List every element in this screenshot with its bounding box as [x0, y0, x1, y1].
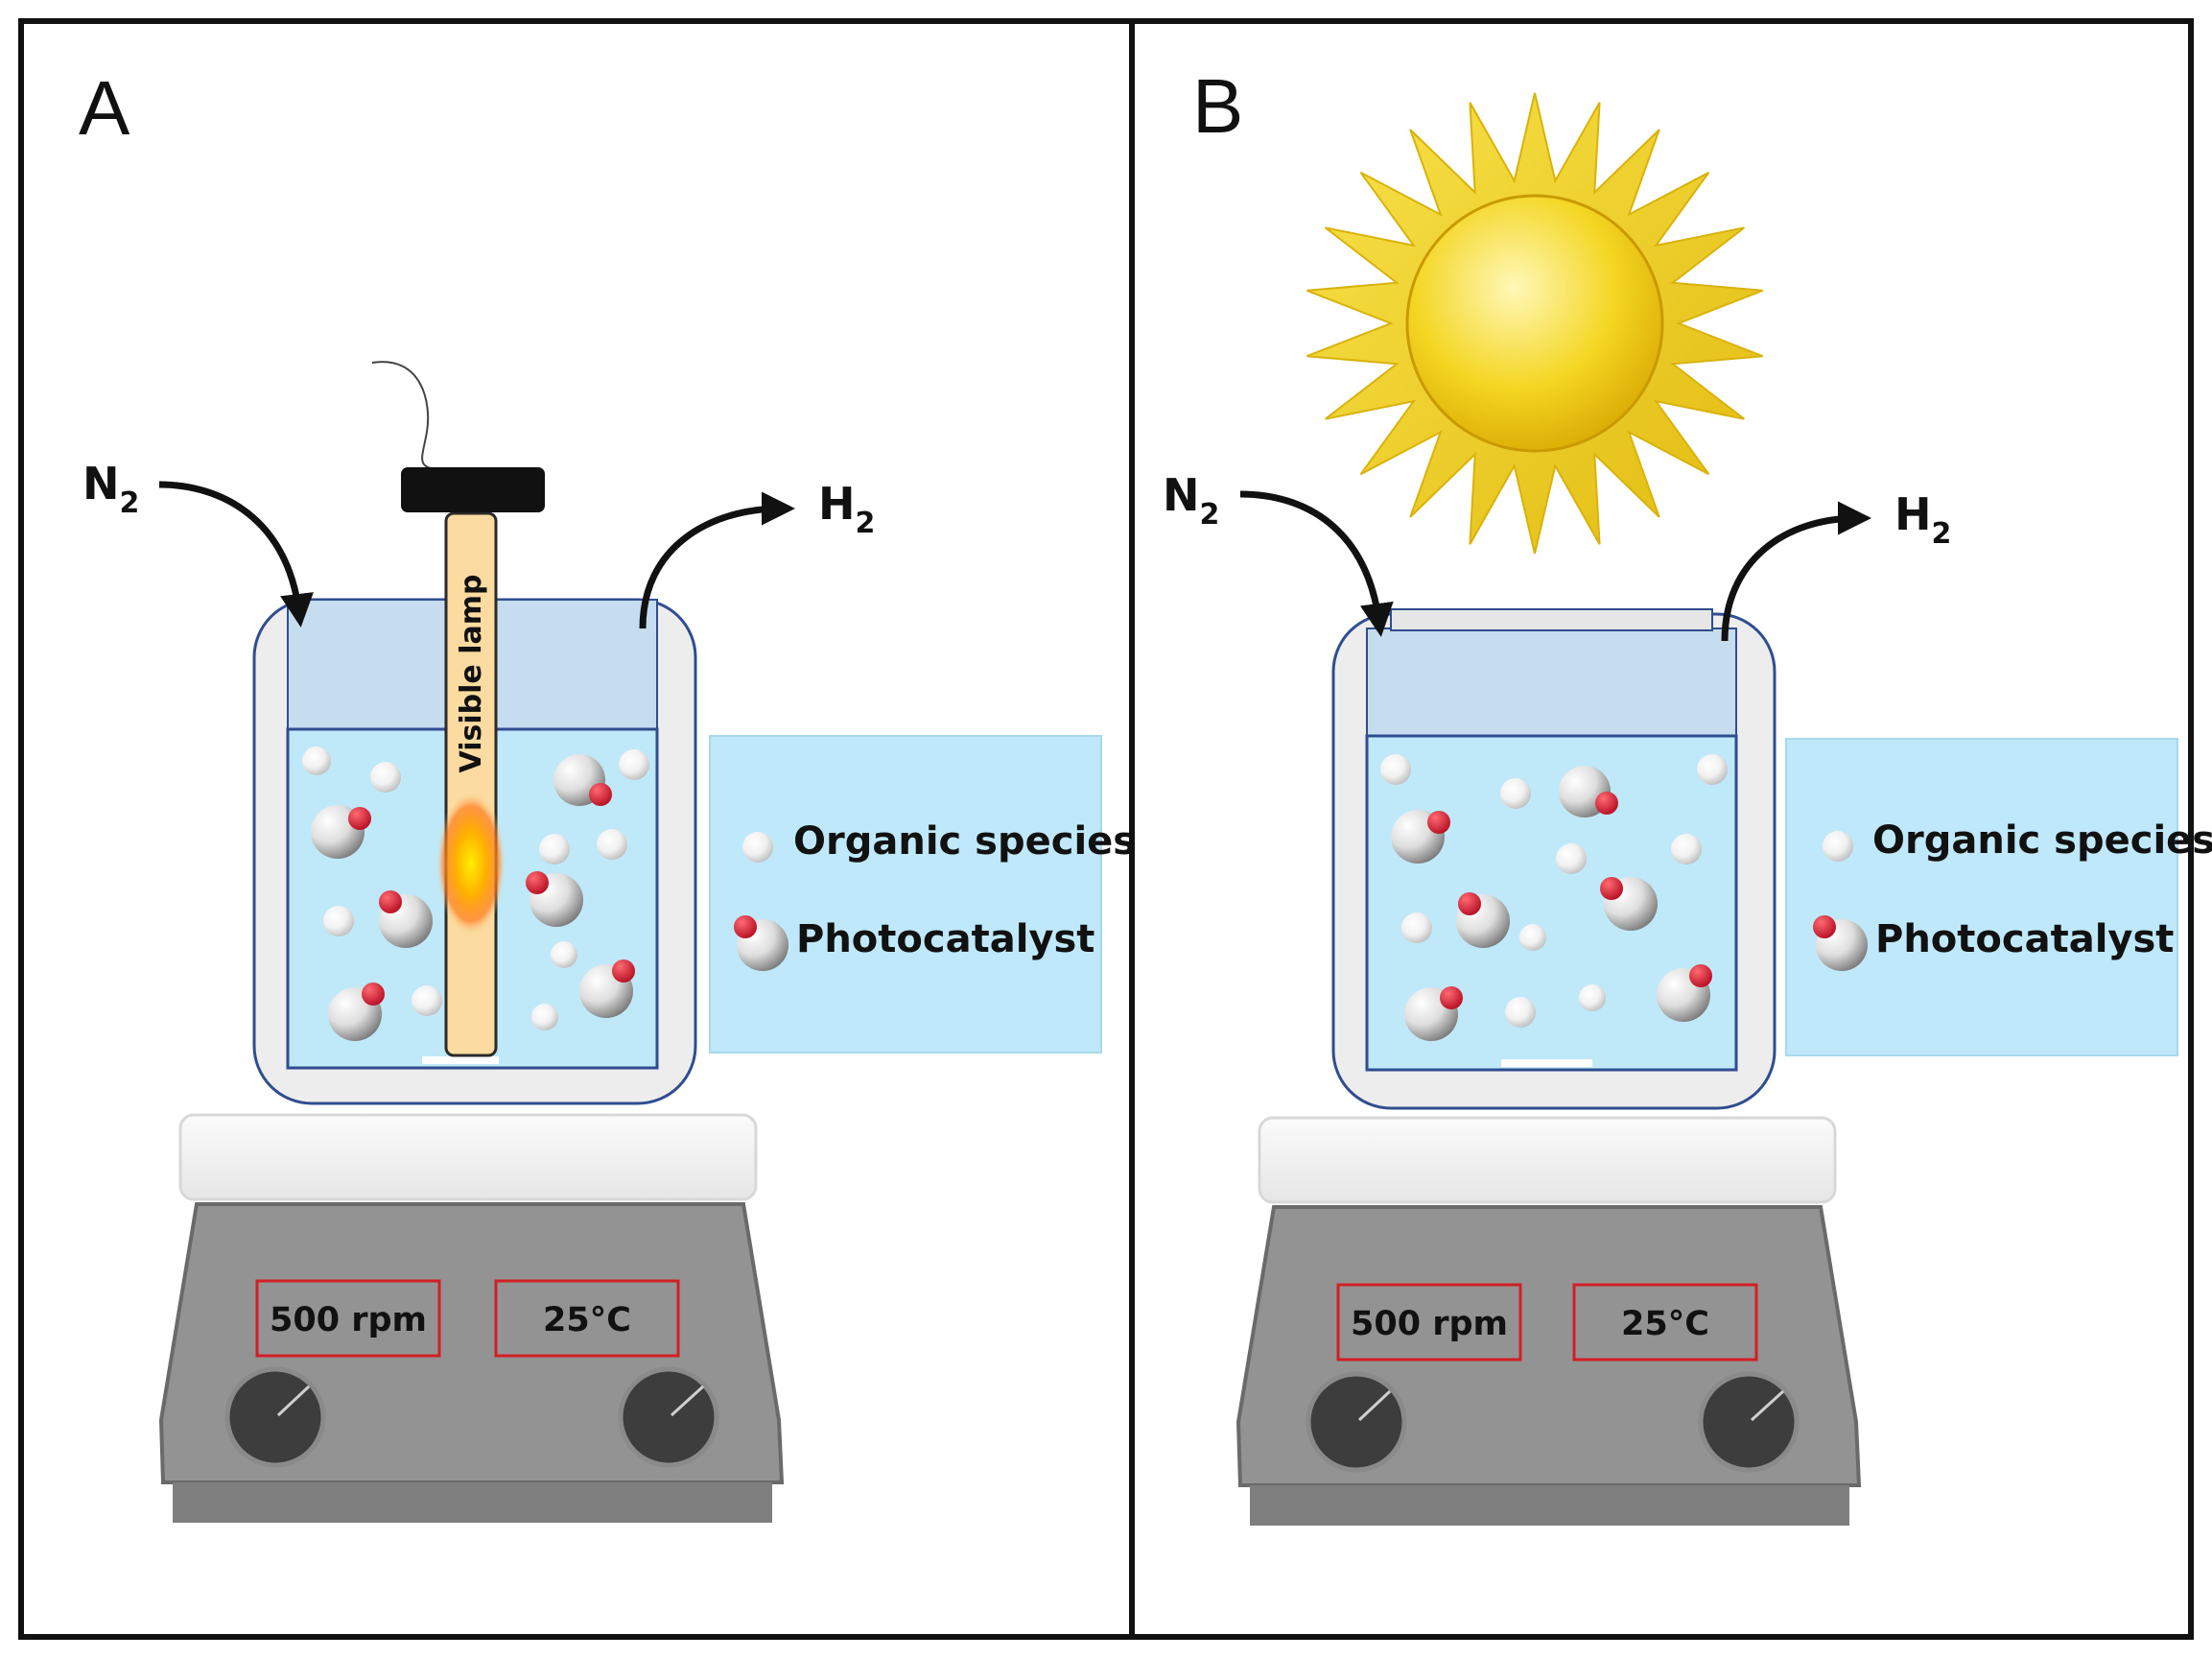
legend-photocatalyst-label-a: Photocatalyst — [796, 917, 1094, 961]
photocatalyst-particle — [579, 959, 635, 1018]
legend-organic-icon — [742, 832, 773, 863]
legend-b: Organic species Photocatalyst — [1785, 738, 2212, 1056]
temperature-readout-a: 25°C — [543, 1301, 631, 1339]
legend-a-box — [709, 735, 1102, 1054]
speed-knob-b[interactable] — [1306, 1371, 1407, 1473]
reactor-b-lid — [1390, 608, 1713, 631]
photocatalyst-particle — [1391, 810, 1450, 864]
speed-knob-a[interactable] — [224, 1366, 326, 1468]
photocatalyst-particle — [379, 890, 433, 948]
organic-species — [619, 749, 649, 780]
legend-organic-label-b: Organic species — [1872, 818, 2212, 863]
reactor-b-headspace — [1366, 628, 1737, 737]
legend-organic-label-a: Organic species — [793, 819, 1136, 864]
temperature-display-a — [494, 1279, 680, 1358]
panel-letter-a: A — [79, 65, 130, 151]
organic-species — [1697, 754, 1728, 785]
temperature-readout-b: 25°C — [1621, 1305, 1709, 1343]
reactor-b — [1331, 608, 1777, 1110]
hot-plate-a: 500 rpm 25°C — [158, 1113, 785, 1523]
photocatalyst-particle — [1600, 877, 1658, 931]
panel-b: B 500 rpm 25°C — [1163, 63, 2212, 1526]
sun-disc — [1405, 194, 1664, 453]
organic-species — [1500, 778, 1531, 809]
photocatalyst-particle — [1404, 986, 1463, 1041]
photocatalyst-particle — [526, 871, 583, 927]
organic-species — [1579, 984, 1606, 1011]
organic-species — [1671, 834, 1702, 865]
photocatalyst-particle — [1657, 964, 1712, 1022]
photocatalyst-particle — [311, 805, 371, 859]
lamp-glow — [436, 792, 506, 936]
stir-bar-a — [422, 1056, 499, 1064]
photocatalyst-particle — [1456, 892, 1510, 948]
photocatalyst-particle — [1559, 766, 1618, 817]
speed-readout-b: 500 rpm — [1351, 1305, 1508, 1343]
h2-outlet-arrow-a — [639, 491, 795, 629]
h2-label-a: H2 — [818, 478, 875, 540]
sun-icon — [1306, 92, 1763, 555]
speed-display-b — [1336, 1283, 1522, 1362]
legend-a: Organic species Photocatalyst — [709, 735, 1136, 1054]
legend-photocatalyst-label-b: Photocatalyst — [1875, 917, 2174, 961]
panel-a: A 500 rpm 25°C — [79, 65, 1136, 1523]
organic-species — [412, 985, 442, 1016]
particles-b — [1380, 754, 1728, 1041]
speed-readout-a: 500 rpm — [270, 1301, 427, 1339]
organic-species — [323, 906, 354, 936]
lamp-cap — [401, 467, 545, 512]
temperature-display-b — [1572, 1283, 1758, 1362]
temperature-knob-a[interactable] — [618, 1366, 719, 1468]
photocatalyst-particle — [328, 983, 385, 1041]
h2-label-b: H2 — [1894, 488, 1951, 551]
organic-species — [597, 829, 627, 860]
organic-species — [302, 746, 331, 775]
organic-species — [531, 1004, 558, 1030]
n2-inlet-arrow-a — [158, 481, 314, 628]
hot-plate-b-top — [1258, 1116, 1837, 1204]
speed-display-a — [255, 1279, 441, 1358]
organic-species — [1519, 924, 1546, 951]
n2-label-b: N2 — [1163, 469, 1219, 532]
legend-organic-icon — [1823, 831, 1853, 862]
temperature-knob-b[interactable] — [1698, 1371, 1800, 1473]
legend-b-box — [1785, 738, 2178, 1056]
hot-plate-a-top — [178, 1113, 758, 1201]
panel-letter-b: B — [1192, 63, 1243, 149]
photocatalyst-particle — [553, 754, 612, 806]
organic-species — [551, 941, 577, 968]
lamp-label: Visible lamp — [455, 575, 488, 773]
legend-photocatalyst-icon — [1813, 915, 1868, 971]
hot-plate-b: 500 rpm 25°C — [1235, 1116, 1862, 1526]
organic-species — [1380, 754, 1411, 785]
n2-label-a: N2 — [82, 458, 139, 520]
h2-outlet-arrow-b — [1721, 501, 1871, 642]
organic-species — [1505, 997, 1536, 1028]
stir-bar-b — [1501, 1059, 1592, 1067]
visible-lamp: Visible lamp — [371, 361, 545, 1057]
particles-a — [302, 746, 649, 1041]
n2-inlet-arrow-b — [1239, 490, 1394, 637]
lamp-cable — [371, 361, 452, 471]
organic-species — [1401, 912, 1432, 943]
organic-species — [539, 834, 570, 865]
legend-photocatalyst-icon — [734, 915, 788, 971]
organic-species — [1556, 843, 1587, 874]
organic-species — [370, 762, 401, 793]
